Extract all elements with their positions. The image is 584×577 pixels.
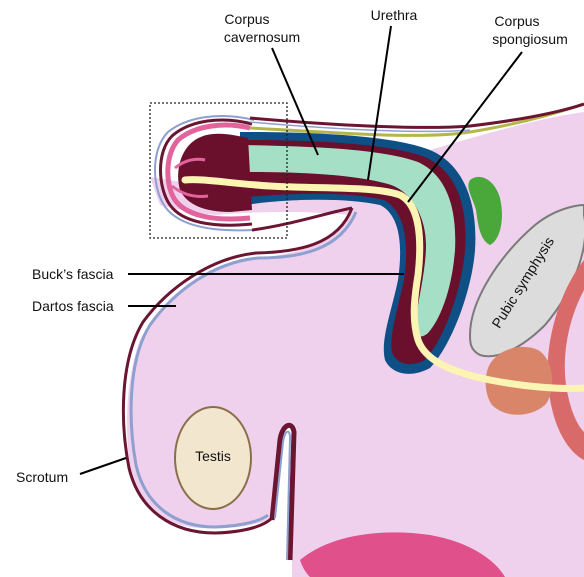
dartos-fascia-label: Dartos fascia: [32, 298, 114, 314]
corpus-cavernosum-label-line2: cavernosum: [224, 29, 300, 45]
corpus-cavernosum-label-line1: Corpus: [224, 11, 269, 27]
scrotum-label: Scrotum: [16, 469, 68, 485]
corpus-spongiosum-label-line1: Corpus: [494, 13, 539, 29]
testis-label: Testis: [195, 448, 231, 464]
urethra-label: Urethra: [371, 7, 418, 23]
glans-core: [178, 134, 252, 212]
bucks-fascia-label: Buck’s fascia: [32, 266, 114, 282]
corpus-spongiosum-label-line2: spongiosum: [492, 31, 568, 47]
leader-scrotum: [80, 458, 126, 474]
